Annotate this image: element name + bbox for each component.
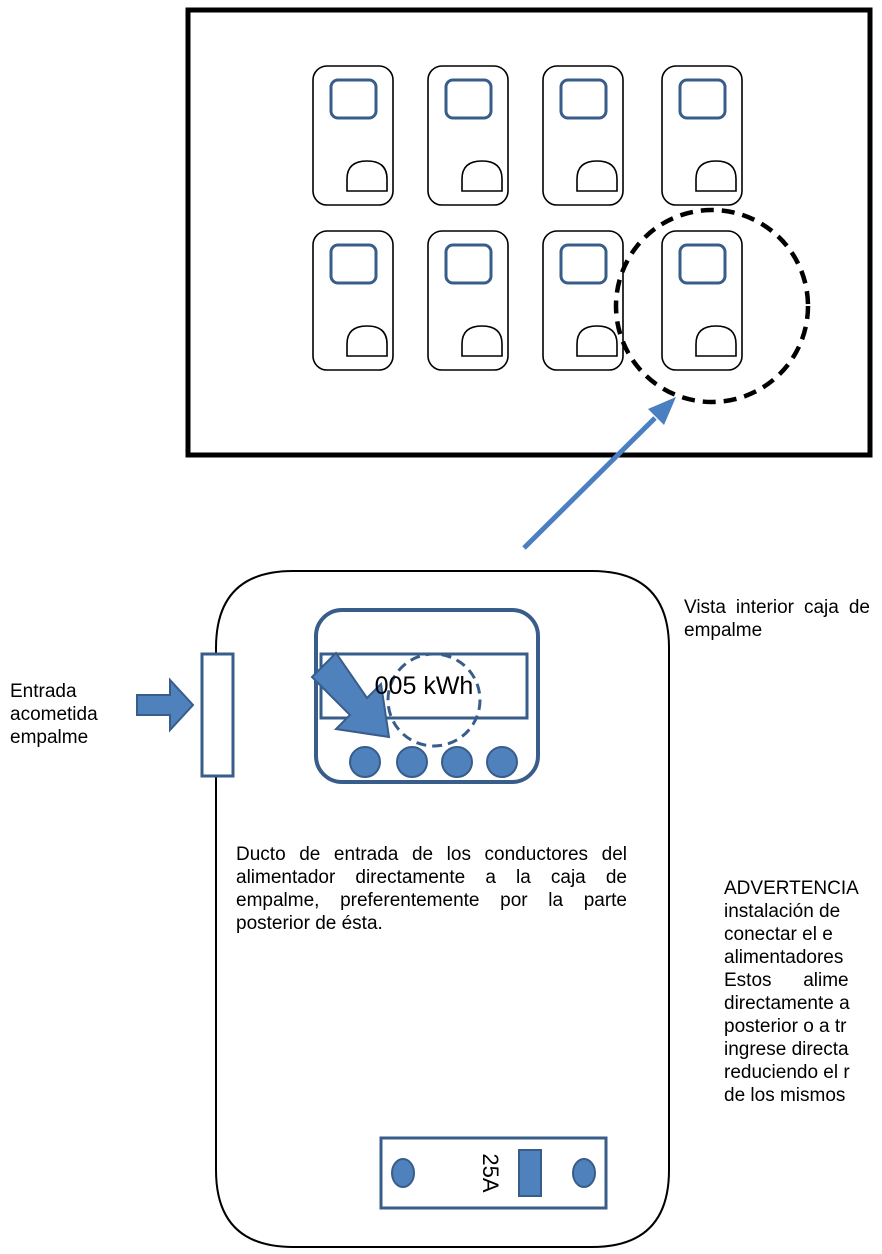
meter-buttons: [349, 746, 518, 778]
warning-text: ADVERTENCIA instalación de conectar el e…: [724, 877, 882, 1107]
meter-button: [349, 746, 381, 778]
service-entrance-line: acometida: [10, 704, 98, 725]
service-entrance-label: Entrada acometida empalme: [10, 680, 130, 749]
breaker-rating: 25A: [478, 1153, 503, 1193]
breaker-terminal-left: [391, 1158, 415, 1188]
meter-unit-socket: [695, 160, 737, 192]
meter-unit-window: [559, 78, 608, 120]
warning-line: reduciendo el r: [724, 1062, 850, 1083]
meter-reading: 005 kWh: [374, 671, 474, 700]
warning-line: ingrese directa: [724, 1039, 849, 1060]
warning-line: instalación de: [724, 901, 841, 922]
meter-unit-socket: [576, 325, 618, 357]
meter-unit-window: [678, 78, 727, 120]
meter-unit-socket: [461, 325, 503, 357]
meter-unit-window: [678, 243, 727, 285]
warning-line: conectar el e: [724, 924, 833, 945]
meter-panel: [185, 7, 873, 458]
service-entry-arrow: [136, 677, 195, 733]
meter-unit: [312, 65, 394, 206]
warning-line: posterior o a tr: [724, 1016, 847, 1037]
meter-unit-socket: [346, 160, 388, 192]
breaker: [379, 1136, 608, 1210]
breaker-switch: [518, 1149, 542, 1197]
meter-unit: [427, 65, 509, 206]
warning-line: alimentadores: [724, 947, 844, 968]
meter-unit-socket: [695, 325, 737, 357]
meter-unit-window: [444, 243, 493, 285]
warning-line: de los mismos: [724, 1085, 846, 1106]
warning-line: Estos alime: [724, 970, 849, 991]
meter-unit-window: [329, 243, 378, 285]
meter-unit-window: [329, 78, 378, 120]
detail-arrow-line: [522, 416, 657, 550]
meter-button: [486, 746, 518, 778]
meter-unit-socket: [346, 325, 388, 357]
meter-unit: [661, 230, 743, 371]
meter-unit-window: [559, 243, 608, 285]
meter-unit: [661, 65, 743, 206]
meter-unit: [542, 65, 624, 206]
meter-unit-socket: [461, 160, 503, 192]
meter-button: [396, 746, 428, 778]
meter-unit-window: [444, 78, 493, 120]
meter-unit: [427, 230, 509, 371]
meter-unit: [542, 230, 624, 371]
duct-entrance-circle: [386, 652, 482, 748]
warning-line: directamente a: [724, 993, 850, 1014]
detail-arrow-head: [648, 397, 676, 425]
meter-units-group: [312, 65, 743, 371]
meter-unit: [312, 230, 394, 371]
service-entrance-line: empalme: [10, 727, 89, 748]
breaker-terminal-right: [572, 1158, 596, 1188]
meter-button: [441, 746, 473, 778]
vista-interior-label: Vista interior caja de empalme: [684, 597, 870, 641]
service-entrance-line: Entrada: [10, 681, 77, 702]
duct-entrance-label: Ducto de entrada de los conductores del …: [236, 844, 627, 934]
duct-arrow: [310, 651, 391, 739]
warning-line: ADVERTENCIA: [724, 878, 859, 899]
service-entry-bar: [200, 652, 235, 778]
meter-unit-socket: [576, 160, 618, 192]
highlight-circle: [613, 207, 811, 405]
